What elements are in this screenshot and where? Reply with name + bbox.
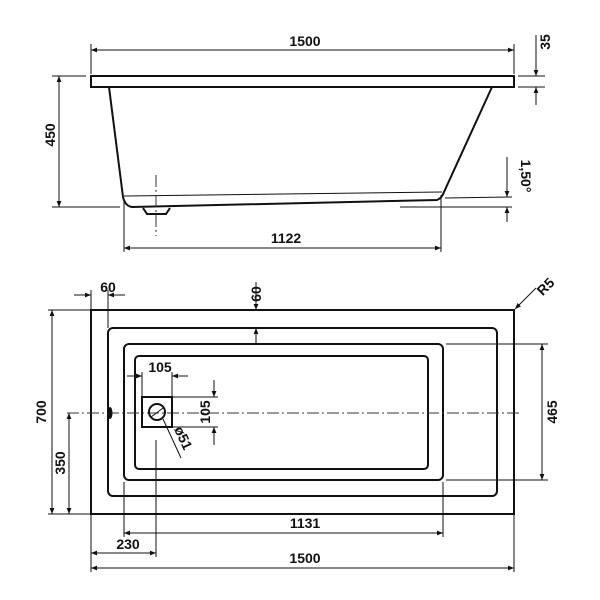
- inner-bottom: [123, 191, 443, 197]
- plan-view: 60 60 R5 700 350 465 105 105 ø51 1131 23…: [33, 274, 560, 572]
- dim-60-top: 60: [248, 286, 264, 302]
- dim-1131: 1131: [290, 515, 321, 531]
- dim-r5: R5: [533, 274, 557, 298]
- dim-105-vertical: 105: [197, 400, 213, 424]
- dim-1500-plan: 1500: [289, 550, 320, 566]
- dim-1500-side: 1500: [289, 33, 320, 49]
- dim-700: 700: [33, 400, 49, 424]
- dim-diameter-51: ø51: [171, 424, 196, 453]
- side-view: 1500 450 35 1,50° 1122: [42, 33, 553, 252]
- drain-circle: [148, 403, 166, 421]
- dim-230: 230: [116, 536, 140, 552]
- dim-450: 450: [42, 123, 58, 147]
- tub-body: [108, 86, 493, 209]
- drain-fitting: [142, 207, 171, 215]
- dim-35: 35: [537, 34, 553, 50]
- basin-edge: [123, 343, 444, 481]
- inner-rim: [107, 327, 498, 497]
- dim-1122: 1122: [271, 230, 302, 246]
- dim-slope: 1,50°: [518, 160, 534, 193]
- dim-350: 350: [52, 451, 68, 475]
- rim: [90, 75, 515, 88]
- dim-465: 465: [544, 400, 560, 424]
- overflow: [107, 407, 113, 419]
- dim-105-horizontal: 105: [148, 359, 172, 375]
- drain-square: [141, 396, 173, 428]
- outer-rim: [90, 309, 515, 515]
- dim-60-side: 60: [100, 279, 116, 295]
